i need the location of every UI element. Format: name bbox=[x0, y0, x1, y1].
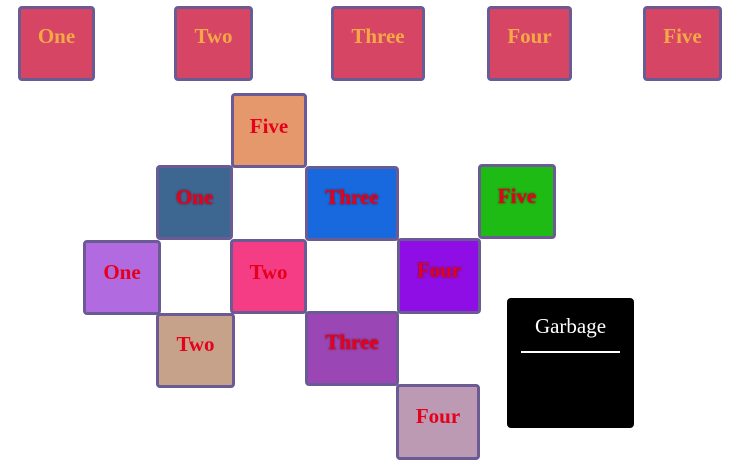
source-tile-four[interactable]: Four bbox=[487, 6, 572, 81]
source-tile-five[interactable]: Five bbox=[643, 6, 722, 81]
placed-tile-four[interactable]: Four bbox=[396, 384, 480, 460]
placed-tile-two[interactable]: Two bbox=[156, 313, 235, 388]
source-tile-three[interactable]: Three bbox=[331, 6, 425, 81]
source-tile-one[interactable]: One bbox=[18, 6, 95, 81]
garbage-label: Garbage bbox=[534, 314, 607, 338]
placed-tile-five[interactable]: Five bbox=[231, 93, 307, 168]
placed-tile-one[interactable]: One bbox=[156, 165, 233, 240]
garbage-drop-zone[interactable]: Garbage bbox=[507, 298, 634, 428]
placed-tile-three[interactable]: Three bbox=[305, 166, 399, 241]
placed-tile-three[interactable]: Three bbox=[305, 311, 399, 386]
placed-tile-two[interactable]: Two bbox=[230, 239, 307, 314]
placed-tile-four[interactable]: Four bbox=[397, 238, 481, 314]
placed-tile-five[interactable]: Five bbox=[478, 164, 556, 239]
source-tile-two[interactable]: Two bbox=[174, 6, 253, 81]
placed-tile-one[interactable]: One bbox=[83, 240, 161, 315]
garbage-divider bbox=[521, 351, 620, 353]
